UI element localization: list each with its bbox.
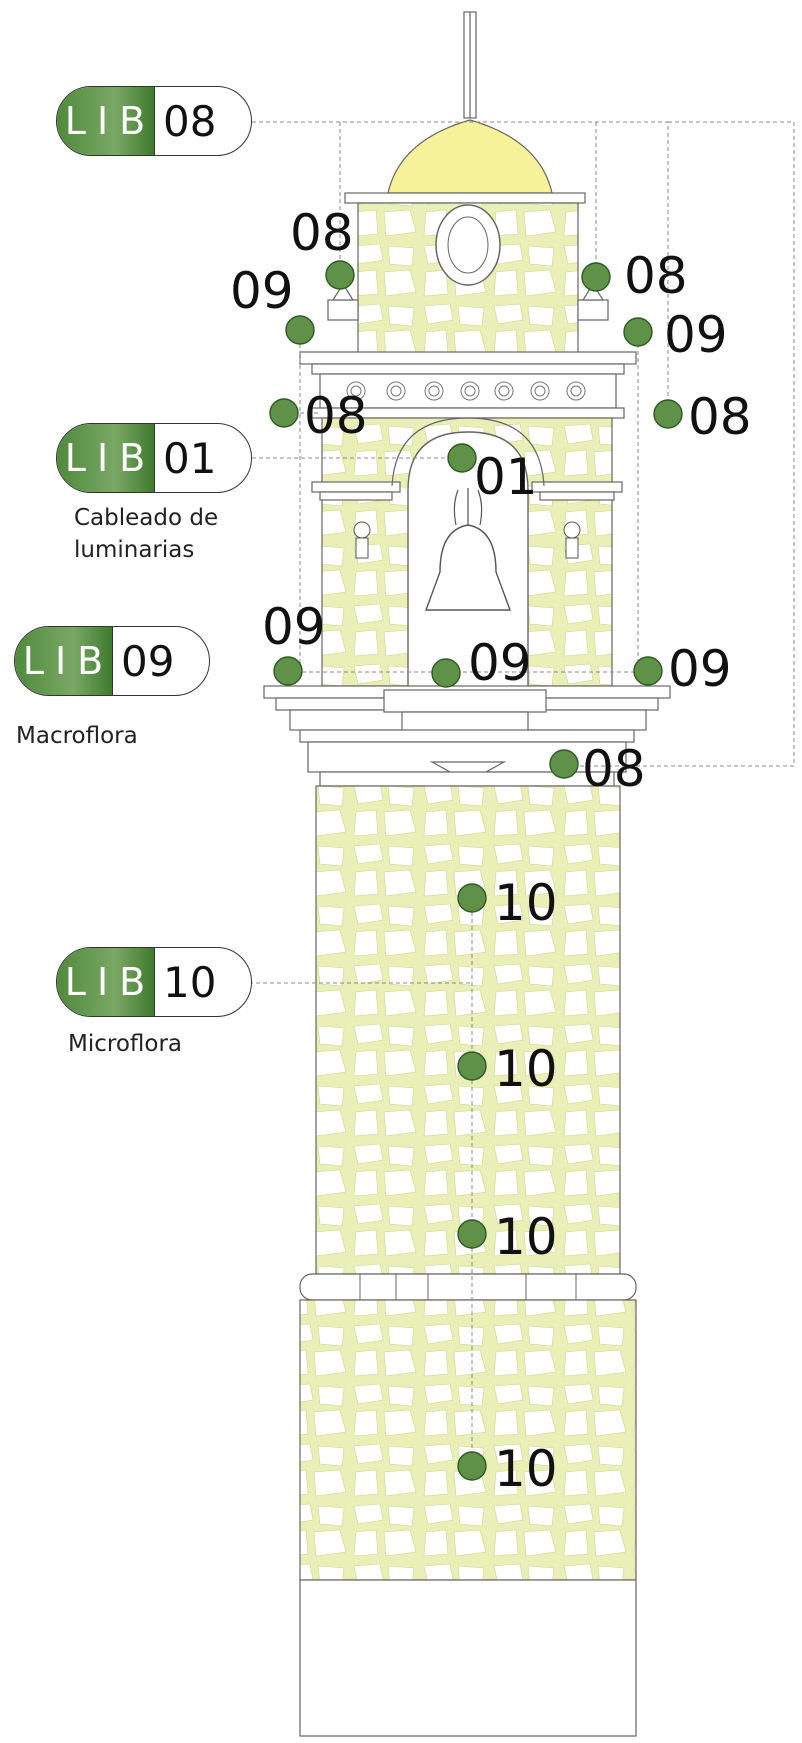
pinnacles-upper: [327, 282, 609, 321]
badge-description: Microflora: [68, 1028, 182, 1060]
marker-label: 01: [474, 448, 538, 506]
marker-label: 08: [582, 740, 646, 798]
badge-number: 08: [163, 96, 217, 146]
marker-dot: [633, 656, 663, 686]
marker-dot: [447, 443, 477, 473]
shaft-band: [299, 1273, 637, 1301]
wall-lanterns: [353, 521, 581, 559]
marker-label: 10: [494, 1040, 558, 1098]
badge-description: Cableado de luminarias: [74, 502, 218, 566]
marker-dot: [273, 656, 303, 686]
cornice-rosettes: [346, 381, 586, 401]
marker-dot: [623, 317, 653, 347]
badge-description: Macroflora: [16, 720, 138, 752]
marker-label: 10: [494, 874, 558, 932]
marker-dot: [549, 749, 579, 779]
legend-badge-09: LIB 09: [14, 626, 210, 696]
marker-dots: [269, 260, 683, 1481]
marker-dot: [457, 883, 487, 913]
marker-dot: [457, 1219, 487, 1249]
badge-number: 10: [163, 957, 217, 1007]
band-joints: [359, 1274, 577, 1300]
marker-label: 10: [494, 1440, 558, 1498]
badge-code: LIB: [57, 948, 155, 1016]
marker-label: 09: [230, 262, 294, 320]
main-cornice: [299, 351, 637, 419]
marker-dot: [581, 262, 611, 292]
marker-dot: [325, 260, 355, 290]
marker-label: 08: [304, 387, 368, 445]
marker-label: 10: [494, 1208, 558, 1266]
badge-number: 01: [163, 433, 217, 483]
marker-label: 08: [624, 247, 688, 305]
marker-dot: [653, 399, 683, 429]
badge-description-line: Cableado de: [74, 505, 219, 531]
legend-badge-08: LIB 08: [56, 86, 252, 156]
badge-code: LIB: [15, 627, 113, 695]
badge-number: 09: [121, 636, 175, 686]
oculus-inner: [447, 216, 489, 274]
bell-arch-outer: [391, 417, 545, 487]
bell-yoke: [453, 488, 483, 526]
badge-code: LIB: [57, 87, 155, 155]
legend-badge-01: LIB 01: [56, 423, 252, 493]
marker-label: 08: [688, 388, 752, 446]
belfry-capitals: [311, 481, 623, 501]
tower-base: [299, 1299, 637, 1581]
badge-description-line: Microflora: [68, 1031, 183, 1057]
marker-label: 08: [290, 204, 354, 262]
bell: [424, 524, 512, 611]
marker-dot: [431, 658, 461, 688]
marker-dot: [285, 315, 315, 345]
marker-label: 09: [468, 634, 532, 692]
badge-description-line: luminarias: [74, 537, 195, 563]
marker-label: 09: [262, 598, 326, 656]
marker-dot: [457, 1051, 487, 1081]
dome-base: [344, 192, 586, 204]
legend-badge-10: LIB 10: [56, 947, 252, 1017]
marker-labels: 08 09 08 09 08 08 01 09 09 09 08 10 10 1…: [230, 204, 752, 1498]
marker-label: 09: [668, 640, 732, 698]
tower-plinth: [299, 1579, 637, 1737]
dome: [387, 119, 553, 194]
spire: [463, 11, 477, 119]
marker-dot: [269, 398, 299, 428]
badge-description-line: Macroflora: [16, 723, 138, 749]
tower-shaft: [315, 785, 621, 1275]
marker-label: 09: [664, 306, 728, 364]
badge-code: LIB: [57, 424, 155, 492]
leader-lines: [214, 121, 795, 1466]
marker-dot: [457, 1451, 487, 1481]
